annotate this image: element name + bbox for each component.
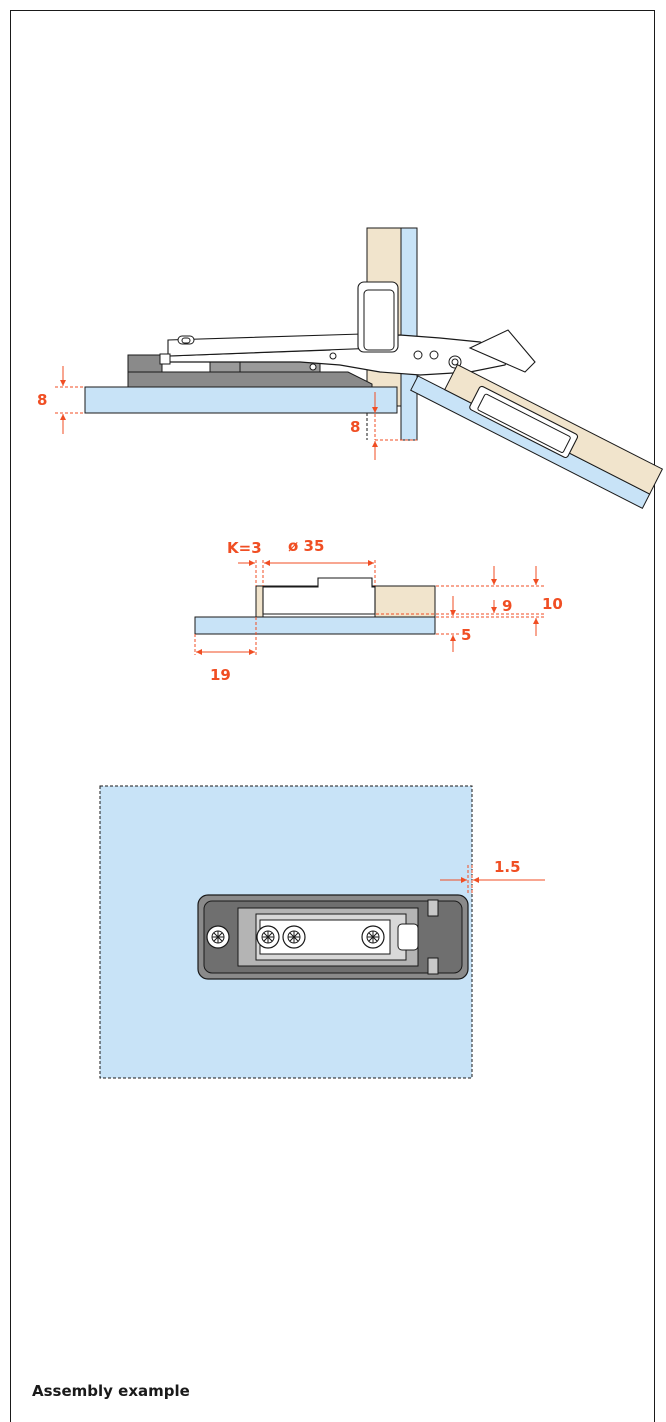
side-dim-left: 8 <box>37 391 47 409</box>
screw-icon <box>206 925 230 949</box>
offset-19: 19 <box>210 666 231 684</box>
hinge-cup-side <box>357 281 399 353</box>
screw-icon <box>282 925 306 949</box>
side-dim-center: 8 <box>350 418 360 436</box>
k-label: K=3 <box>227 539 262 557</box>
depth-9: 9 <box>502 597 512 615</box>
top-view-plate: 1.5 <box>99 785 545 1079</box>
opened-door <box>410 363 664 509</box>
cup-diameter: ø 35 <box>288 537 324 555</box>
depth-10: 10 <box>542 595 563 613</box>
door-panel <box>84 386 398 414</box>
drawing-frame <box>10 10 655 1422</box>
gap-1-5: 1.5 <box>494 858 521 876</box>
screw-icon <box>361 925 385 949</box>
cup-body <box>262 577 376 615</box>
thickness-5: 5 <box>461 626 471 644</box>
cabinet-side-edge <box>400 227 418 441</box>
door-panel-section <box>194 616 436 635</box>
mounting-plate <box>127 371 373 388</box>
cup-section-view: K=3 ø 35 19 9 10 5 <box>194 537 563 684</box>
screw-icon <box>256 925 280 949</box>
caption: Assembly example <box>32 1382 190 1400</box>
side-view-hinge: 8 8 <box>37 227 664 509</box>
